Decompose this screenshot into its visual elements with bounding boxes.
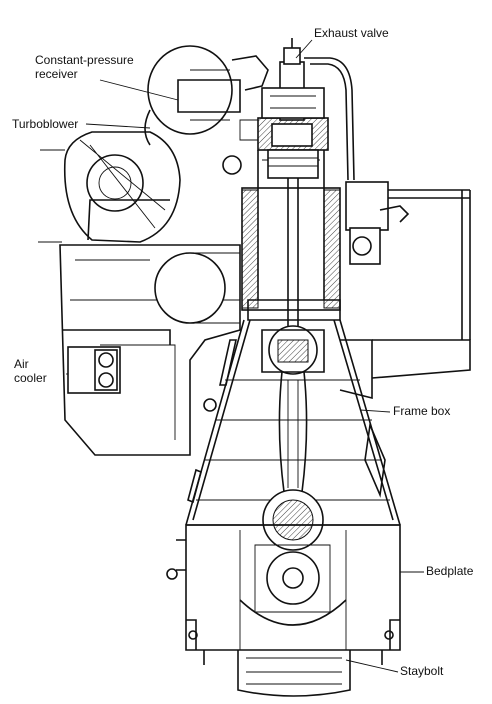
connecting-rod [278, 371, 308, 493]
staybolt-base [203, 650, 383, 697]
cylinder-cover [239, 117, 329, 151]
label-frame-box: Frame box [393, 404, 451, 418]
constant-pressure-receiver [144, 45, 269, 146]
piston [267, 149, 319, 330]
frame-box [185, 319, 401, 526]
label-staybolt: Staybolt [400, 664, 444, 678]
label-receiver-line2: receiver [35, 67, 78, 81]
fuel-pump [345, 181, 471, 340]
crosshead [261, 325, 325, 375]
scavenge-air-receiver [154, 252, 240, 324]
leader-lines [66, 39, 424, 673]
exhaust-valve [261, 38, 355, 181]
scavenge-air-casing [59, 244, 241, 456]
air-cooler [67, 346, 121, 394]
cylinder-block [241, 150, 341, 321]
label-air-cooler-line1: Air [14, 357, 29, 371]
inspection-cover [222, 155, 242, 175]
label-air-cooler-line2: cooler [14, 371, 47, 385]
bedplate [166, 524, 401, 651]
label-bedplate: Bedplate [426, 564, 474, 578]
label-exhaust-valve: Exhaust valve [314, 26, 389, 40]
crankshaft [254, 489, 331, 613]
turboblower [38, 131, 181, 243]
label-turboblower: Turboblower [12, 117, 79, 131]
label-receiver-line1: Constant-pressure [35, 53, 134, 67]
